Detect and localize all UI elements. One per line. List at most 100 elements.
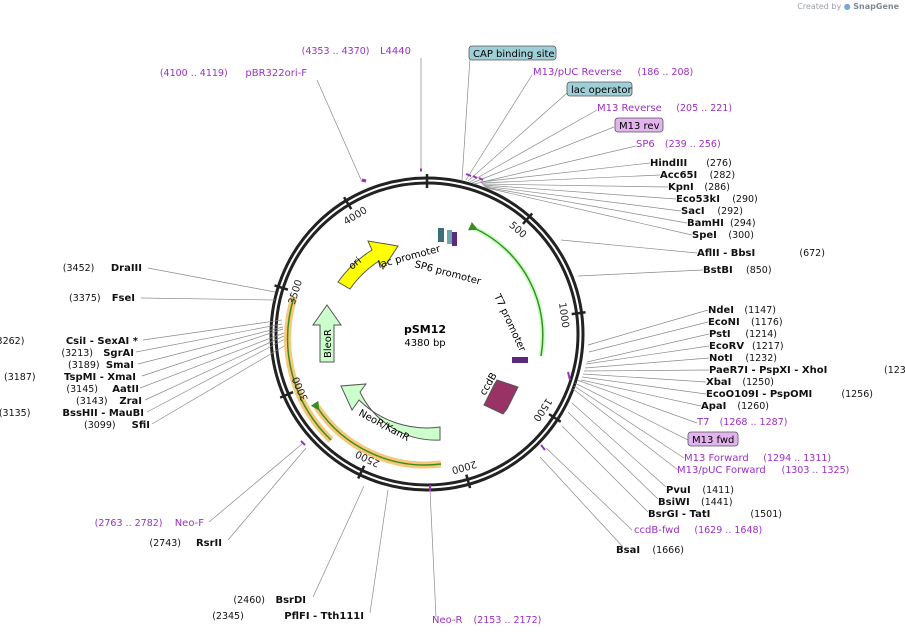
primer-site[interactable]: T7(1268 .. 1287) xyxy=(696,417,787,428)
cap-box-label: CAP binding site xyxy=(473,49,555,60)
enzyme-site[interactable]: HindIII(276) xyxy=(650,158,732,169)
m13fwd-box-label: M13 fwd xyxy=(692,435,734,446)
enzyme-site[interactable]: NdeI(1147) xyxy=(708,305,776,316)
enzyme-site[interactable]: BstBI(850) xyxy=(703,265,772,276)
leader-lines xyxy=(135,57,710,618)
t7-marker xyxy=(512,357,528,363)
enzyme-site[interactable]: SmaI(3189) xyxy=(68,360,134,371)
enzyme-name: XbaI xyxy=(706,377,731,388)
tick-label: 2000 xyxy=(450,458,477,475)
enzyme-name: BsrDI xyxy=(275,595,306,606)
enzyme-labels-left: DraIII(3452) FseI(3375) CsiI - SexAI *(326… xyxy=(0,263,364,622)
enzyme-position: (2345) xyxy=(212,611,244,622)
enzyme-site[interactable]: XbaI(1250) xyxy=(706,377,774,388)
enzyme-site[interactable]: KpnI(286) xyxy=(668,182,730,193)
enzyme-site[interactable]: DraIII(3452) xyxy=(63,263,142,274)
enzyme-site[interactable]: BsrDI(2460) xyxy=(233,595,306,606)
enzyme-site[interactable]: EcoRV(1217) xyxy=(709,341,784,352)
enzyme-name: EcoO109I - PspOMI xyxy=(706,389,812,400)
enzyme-site[interactable]: SgrAI(3213) xyxy=(61,348,134,359)
primer-site[interactable]: M13 Forward(1294 .. 1311) xyxy=(684,453,831,464)
enzyme-name: AflII - BbsI xyxy=(697,248,755,259)
bleor-arrow[interactable] xyxy=(312,304,342,363)
primer-position: (2763 .. 2782) xyxy=(95,518,163,529)
enzyme-site[interactable]: EcoO109I - PspOMI(1256) xyxy=(706,389,873,400)
enzyme-site[interactable]: ApaI(1260) xyxy=(701,401,769,412)
tick-label: 3500 xyxy=(287,278,305,306)
enzyme-position: (3452) xyxy=(63,263,95,274)
enzyme-site[interactable]: FseI(3375) xyxy=(69,293,135,304)
enzyme-site[interactable]: AflII - BbsI (672) xyxy=(697,248,825,259)
snapgene-logo-icon: ● xyxy=(843,2,851,11)
primer-site[interactable]: Neo-R (2153 .. 2172) xyxy=(432,615,541,626)
ring-tick xyxy=(465,474,472,489)
enzyme-site[interactable]: BsaI(1666) xyxy=(616,545,684,556)
ccdb-arrow[interactable] xyxy=(483,379,519,415)
credit-brand: SnapGene xyxy=(853,2,899,11)
enzyme-position: (1666) xyxy=(652,545,684,556)
enzyme-site[interactable]: AatII(3145) xyxy=(66,384,139,395)
enzyme-position: (290) xyxy=(732,194,758,205)
snapgene-credit: Created by ● SnapGene xyxy=(797,2,899,11)
enzyme-site[interactable]: BsrGI - TatI(1501) xyxy=(648,509,782,520)
enzyme-site[interactable]: SpeI(300) xyxy=(692,230,754,241)
primer-site[interactable]: ccdB-fwd(1629 .. 1648) xyxy=(634,525,762,536)
plasmid-length: 4380 bp xyxy=(404,338,445,349)
primer-site[interactable]: M13/pUC Reverse(186 .. 208) xyxy=(533,67,693,78)
ori-arrow[interactable] xyxy=(337,240,399,290)
primer-site[interactable]: Neo-F (2763 .. 2782) xyxy=(95,518,205,529)
enzyme-name: SacI xyxy=(681,206,705,217)
enzyme-site[interactable]: RsrII(2743) xyxy=(149,538,222,549)
enzyme-site[interactable]: CsiI - SexAI *(3262) xyxy=(0,336,139,347)
enzyme-position: (3375) xyxy=(69,293,101,304)
enzyme-site[interactable]: Eco53kI(290) xyxy=(676,194,758,205)
primer-site[interactable]: M13/pUC Forward(1303 .. 1325) xyxy=(677,465,849,476)
tick-label: 4000 xyxy=(342,205,369,228)
enzyme-site[interactable]: EcoNI(1176) xyxy=(708,317,783,328)
cap-box[interactable]: CAP binding site xyxy=(468,45,557,61)
enzyme-site[interactable]: NotI(1232) xyxy=(709,353,777,364)
enzyme-site[interactable]: SacI (292) xyxy=(681,206,743,217)
enzyme-name: PvuI xyxy=(666,485,691,496)
enzyme-position: (292) xyxy=(717,206,743,217)
primer-site[interactable]: pBR322ori-F(4100 .. 4119) xyxy=(160,68,307,79)
enzyme-site[interactable]: ZraI(3143) xyxy=(76,396,142,407)
enzyme-position: (1501) xyxy=(750,509,782,520)
primer-name: M13 Reverse xyxy=(597,103,662,114)
primer-site[interactable]: M13 Reverse(205 .. 221) xyxy=(597,103,732,114)
m13fwd-box[interactable]: M13 fwd xyxy=(687,431,739,447)
enzyme-site[interactable]: SfiI(3099) xyxy=(84,420,150,431)
enzyme-site[interactable]: PvuI(1411) xyxy=(666,485,734,496)
m13rev-box[interactable]: M13 rev xyxy=(614,117,664,133)
primer-site[interactable]: SP6(239 .. 256) xyxy=(636,139,721,150)
neor-arrow[interactable] xyxy=(340,383,441,441)
enzyme-name: AatII xyxy=(112,384,139,395)
enzyme-site[interactable]: BsiWI(1441) xyxy=(658,497,733,508)
primer-name: Neo-R xyxy=(432,615,463,626)
enzyme-position: (672) xyxy=(799,248,825,259)
primer-position: (2153 .. 2172) xyxy=(474,615,542,626)
enzyme-site[interactable]: BamHI(294) xyxy=(687,218,756,229)
plasmid-name: pSM12 xyxy=(404,323,446,336)
enzyme-name: PstI xyxy=(709,329,731,340)
primer-name: SP6 xyxy=(636,139,655,150)
enzyme-name: NdeI xyxy=(708,305,734,316)
enzyme-name: SgrAI xyxy=(103,348,134,359)
primer-name: Neo-F xyxy=(175,518,205,529)
enzyme-site[interactable]: TspMI - XmaI(3187) xyxy=(4,372,136,383)
primer-name: ccdB-fwd xyxy=(634,525,680,536)
enzyme-site[interactable]: PstI(1214) xyxy=(709,329,777,340)
primer-name: pBR322ori-F xyxy=(245,68,307,79)
enzyme-position: (286) xyxy=(704,182,730,193)
t7-line xyxy=(468,222,544,357)
enzyme-site[interactable]: PaeR7I - PspXI - XhoI(1238) xyxy=(709,365,905,376)
enzyme-site[interactable]: BssHII - MauBI(3135) xyxy=(0,408,144,419)
primer-position: (1303 .. 1325) xyxy=(782,465,850,476)
enzyme-site[interactable]: Acc65I(282) xyxy=(660,170,735,181)
enzyme-name: ApaI xyxy=(701,401,726,412)
lacop-box[interactable]: lac operator xyxy=(566,81,632,97)
enzyme-site[interactable]: PflFI - Tth111I(2345) xyxy=(212,611,364,622)
primer-site[interactable]: L4440(4353 .. 4370) xyxy=(302,46,411,57)
sp6-promoter-label: SP6 promoter xyxy=(413,259,483,288)
